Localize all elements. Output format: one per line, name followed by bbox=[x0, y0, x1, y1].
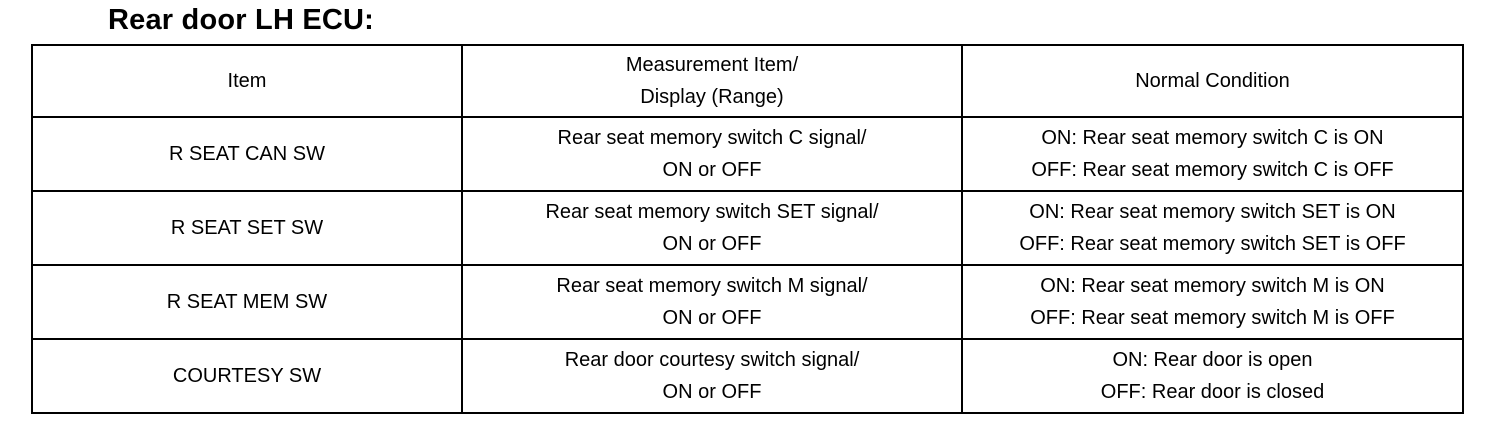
table-header-row: Item Measurement Item/ Display (Range) N… bbox=[31, 44, 1464, 118]
normal-line2: OFF: Rear seat memory switch M is OFF bbox=[1030, 307, 1395, 329]
table-row: R SEAT CAN SW Rear seat memory switch C … bbox=[31, 116, 1464, 192]
normal-line2: OFF: Rear seat memory switch SET is OFF bbox=[1019, 233, 1406, 255]
data-list-table: Item Measurement Item/ Display (Range) N… bbox=[31, 44, 1464, 414]
header-normal-label: Normal Condition bbox=[1135, 70, 1290, 92]
item-cell: R SEAT CAN SW bbox=[31, 116, 463, 192]
header-measurement-line1: Measurement Item/ bbox=[625, 54, 799, 76]
normal-line1: ON: Rear seat memory switch C is ON bbox=[1041, 127, 1384, 149]
item-text: R SEAT CAN SW bbox=[169, 143, 325, 165]
measurement-cell: Rear seat memory switch M signal/ ON or … bbox=[461, 264, 963, 340]
normal-line2: OFF: Rear seat memory switch C is OFF bbox=[1031, 159, 1394, 181]
measurement-line2: ON or OFF bbox=[662, 381, 762, 403]
page-title: Rear door LH ECU: bbox=[108, 4, 375, 36]
item-cell: COURTESY SW bbox=[31, 338, 463, 414]
item-cell: R SEAT MEM SW bbox=[31, 264, 463, 340]
table-row: R SEAT MEM SW Rear seat memory switch M … bbox=[31, 264, 1464, 340]
measurement-cell: Rear seat memory switch C signal/ ON or … bbox=[461, 116, 963, 192]
normal-line2: OFF: Rear door is closed bbox=[1100, 381, 1325, 403]
item-text: R SEAT SET SW bbox=[170, 217, 324, 239]
normal-line1: ON: Rear seat memory switch M is ON bbox=[1040, 275, 1385, 297]
header-item-label: Item bbox=[227, 70, 267, 92]
header-item: Item bbox=[31, 44, 463, 118]
item-text: R SEAT MEM SW bbox=[166, 291, 328, 313]
normal-line1: ON: Rear door is open bbox=[1112, 349, 1313, 371]
item-cell: R SEAT SET SW bbox=[31, 190, 463, 266]
measurement-line2: ON or OFF bbox=[662, 307, 762, 329]
measurement-line2: ON or OFF bbox=[662, 233, 762, 255]
item-text: COURTESY SW bbox=[172, 365, 322, 387]
table-row: R SEAT SET SW Rear seat memory switch SE… bbox=[31, 190, 1464, 266]
normal-condition-cell: ON: Rear seat memory switch C is ON OFF:… bbox=[961, 116, 1464, 192]
measurement-line1: Rear seat memory switch M signal/ bbox=[556, 275, 868, 297]
measurement-cell: Rear door courtesy switch signal/ ON or … bbox=[461, 338, 963, 414]
measurement-line1: Rear seat memory switch C signal/ bbox=[557, 127, 867, 149]
normal-condition-cell: ON: Rear seat memory switch M is ON OFF:… bbox=[961, 264, 1464, 340]
normal-line1: ON: Rear seat memory switch SET is ON bbox=[1029, 201, 1396, 223]
measurement-line1: Rear door courtesy switch signal/ bbox=[564, 349, 860, 371]
normal-condition-cell: ON: Rear seat memory switch SET is ON OF… bbox=[961, 190, 1464, 266]
normal-condition-cell: ON: Rear door is open OFF: Rear door is … bbox=[961, 338, 1464, 414]
header-measurement-item: Measurement Item/ Display (Range) bbox=[461, 44, 963, 118]
measurement-cell: Rear seat memory switch SET signal/ ON o… bbox=[461, 190, 963, 266]
measurement-line1: Rear seat memory switch SET signal/ bbox=[545, 201, 879, 223]
header-normal-condition: Normal Condition bbox=[961, 44, 1464, 118]
measurement-line2: ON or OFF bbox=[662, 159, 762, 181]
table-row: COURTESY SW Rear door courtesy switch si… bbox=[31, 338, 1464, 414]
header-measurement-line2: Display (Range) bbox=[640, 86, 784, 108]
